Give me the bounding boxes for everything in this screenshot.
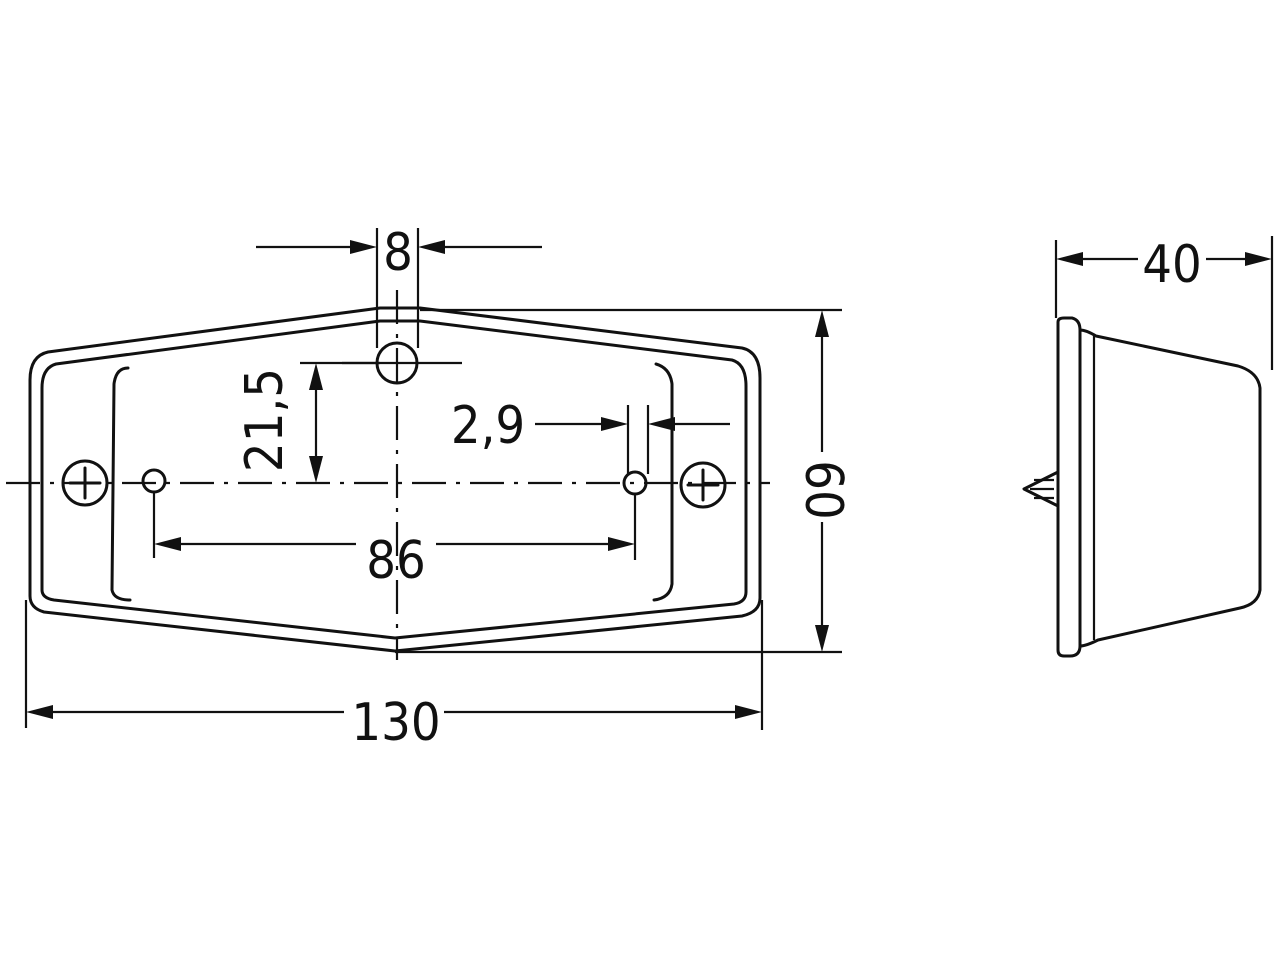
dimension-label-total-width: 130 (351, 693, 440, 753)
dimension-hole-offset: 21,5 (235, 361, 380, 483)
side-lens-body (1078, 328, 1262, 648)
side-screw-icon (1022, 470, 1060, 508)
dimension-total-width: 130 (24, 600, 764, 753)
lens-bracket-left (110, 366, 132, 602)
front-view: 8 21,5 2,9 86 (6, 223, 853, 753)
dimension-label-hole-spacing: 86 (366, 531, 426, 591)
dimension-label-hole-offset: 21,5 (235, 368, 295, 472)
dimension-label-depth: 40 (1142, 235, 1202, 295)
right-small-hole (622, 470, 648, 496)
left-screw-icon (61, 459, 109, 507)
dimension-slot-width: 2,9 (451, 396, 730, 474)
housing-inner-outline (40, 319, 748, 640)
dimension-total-height: 60 (395, 308, 853, 654)
dimension-label-total-height: 60 (793, 460, 853, 520)
dimension-label-hole-width: 8 (383, 223, 413, 283)
left-small-hole (141, 468, 167, 494)
dimension-hole-width: 8 (256, 223, 542, 348)
side-view: 40 (1022, 235, 1274, 658)
side-back-plate (1056, 316, 1082, 658)
dimension-label-slot-width: 2,9 (451, 396, 525, 456)
dimension-depth: 40 (1054, 235, 1274, 370)
right-screw-icon (679, 461, 727, 509)
housing-outer-outline (28, 306, 762, 653)
dimension-hole-spacing: 86 (152, 492, 637, 591)
